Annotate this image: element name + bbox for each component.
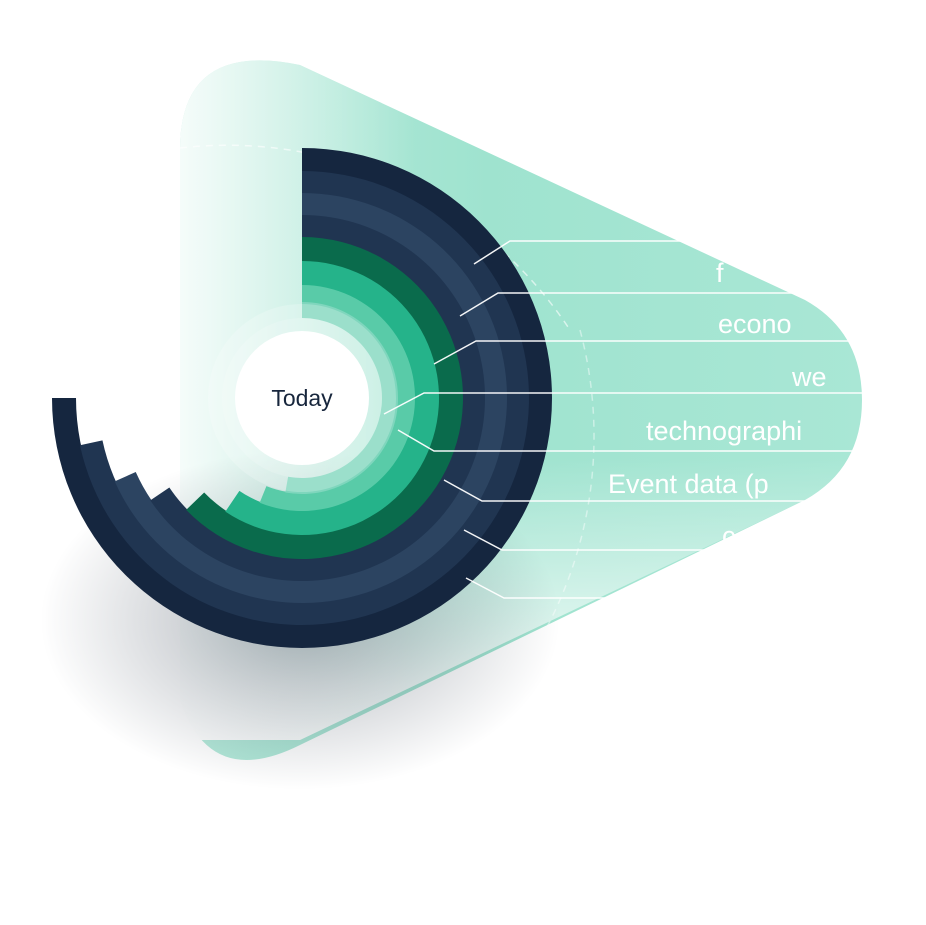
segment-labels: f econo we technographi Event data (p c: [608, 258, 827, 551]
leader-line-1: [473, 240, 926, 265]
leader-line-4: [383, 392, 926, 415]
segment-label-7: c: [722, 521, 736, 551]
ring-segment-6: [225, 261, 440, 535]
segment-label-3: econo: [718, 309, 792, 339]
center-disc: Today: [208, 304, 396, 492]
segment-label-6: Event data (p: [608, 469, 769, 499]
leader-line-3: [433, 340, 926, 365]
segment-label-2: f: [716, 258, 724, 288]
segment-label-4: we: [791, 362, 827, 392]
center-label: Today: [271, 385, 333, 411]
leader-lines: [383, 240, 926, 599]
ring-segment-8: [285, 302, 399, 495]
segment-label-5: technographi: [646, 416, 802, 446]
ring-segment-5: [186, 237, 464, 559]
leader-line-5: [397, 429, 926, 452]
leader-line-7: [463, 529, 926, 551]
leader-line-8: [465, 577, 926, 599]
leader-line-2: [459, 292, 926, 317]
ring-segments: [52, 148, 552, 648]
leader-line-6: [443, 479, 926, 502]
